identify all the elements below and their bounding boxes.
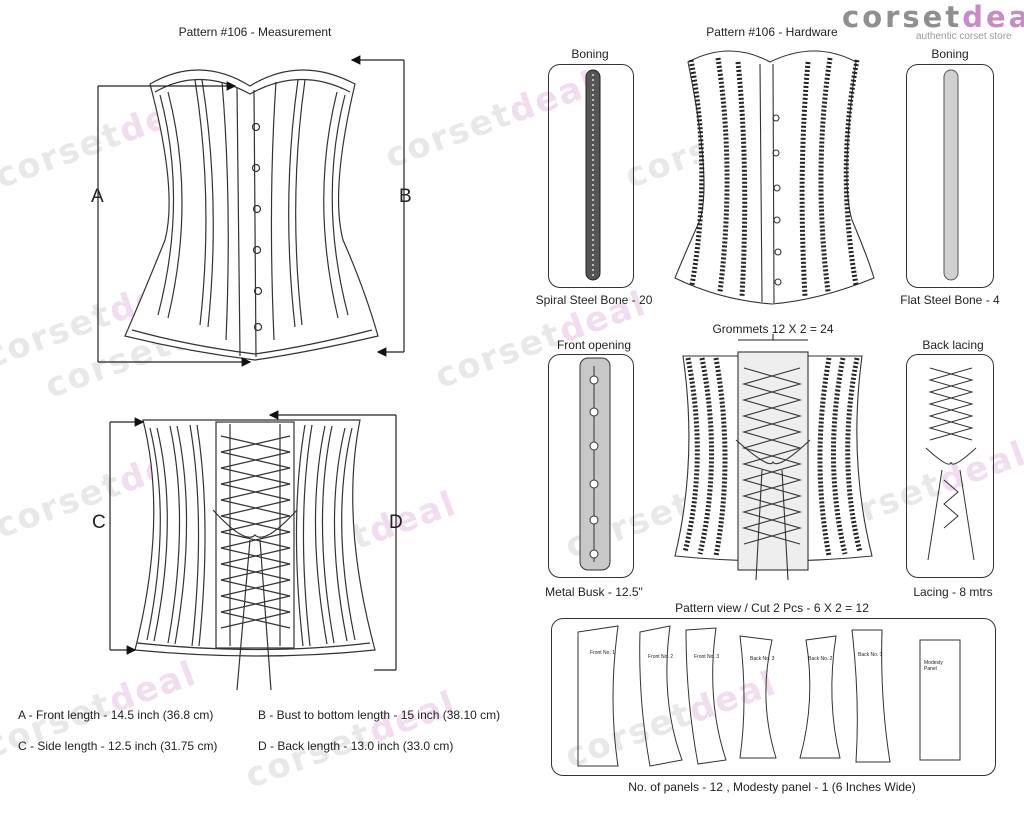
pattern-view-title: Pattern view / Cut 2 Pcs - 6 X 2 = 12 <box>675 601 869 615</box>
pattern-panel-label: Front No. 2 <box>648 654 674 660</box>
metal-busk-icon <box>579 357 611 571</box>
brand-tagline: authentic corset store <box>916 31 1012 42</box>
flat-bone-box <box>906 64 994 288</box>
pattern-panel-label: Modesty Panel <box>924 660 943 672</box>
front-corset-drawing <box>97 55 405 367</box>
back-corset-drawing <box>109 410 397 691</box>
lacing-box <box>906 354 994 578</box>
label-b: B <box>399 186 412 207</box>
busk-studs <box>251 122 263 332</box>
spiral-bone-box <box>548 64 634 288</box>
measurement-title: Pattern #106 - Measurement <box>178 25 332 39</box>
note-side-length: C - Side length - 12.5 inch (31.75 cm) <box>18 739 218 753</box>
spiral-bone-caption: Spiral Steel Bone - 20 <box>535 293 653 307</box>
back-lacing <box>212 435 298 691</box>
busk-caption: Metal Busk - 12.5" <box>545 585 643 599</box>
note-front-length: A - Front length - 14.5 inch (36.8 cm) <box>18 708 214 722</box>
front-opening-title: Front opening <box>556 338 632 352</box>
lacing-icon <box>925 367 977 561</box>
pattern-panel-label: Front No. 3 <box>694 654 720 660</box>
back-lacing-title: Back lacing <box>922 338 984 352</box>
pattern-view-box <box>551 618 996 776</box>
label-c: C <box>92 512 106 533</box>
pattern-panels <box>577 625 961 767</box>
label-a: A <box>91 186 104 207</box>
pattern-panel-label: Back No. 3 <box>750 656 775 662</box>
pattern-panel-label: Back No. 1 <box>858 652 883 658</box>
flat-bone-caption: Flat Steel Bone - 4 <box>900 293 1000 307</box>
boning-left-title: Boning <box>571 47 609 61</box>
pattern-panel-label: Front No. 1 <box>590 650 616 656</box>
pattern-view-footer: No. of panels - 12 , Modesty panel - 1 (… <box>628 780 916 794</box>
boning-right-title: Boning <box>931 47 969 61</box>
hardware-title: Pattern #106 - Hardware <box>706 25 838 39</box>
hardware-front-corset <box>674 50 875 305</box>
note-back-length: D - Back length - 13.0 inch (33.0 cm) <box>258 739 454 753</box>
lacing-caption: Lacing - 8 mtrs <box>913 585 993 599</box>
note-bust-length: B - Bust to bottom length - 15 inch (38.… <box>258 708 501 722</box>
pattern-panel-label: Back No. 2 <box>808 656 833 662</box>
grommets-label: Grommets 12 X 2 = 24 <box>712 322 834 336</box>
busk-box <box>548 354 634 578</box>
hardware-back-corset <box>674 334 873 581</box>
flat-bone-icon <box>943 69 959 281</box>
brand-logo: corsetdeal <box>842 0 1024 34</box>
